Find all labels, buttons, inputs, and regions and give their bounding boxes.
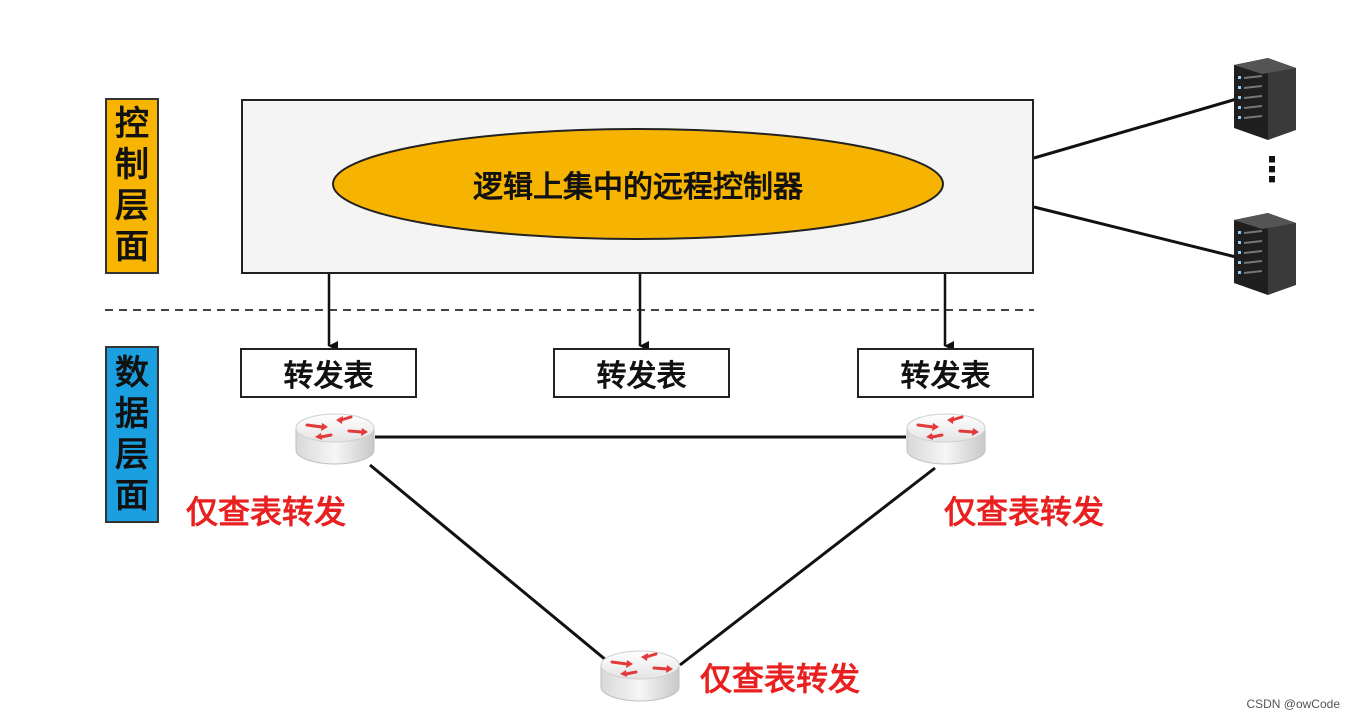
- server-icon-2: [1233, 212, 1297, 296]
- data-plane-label: 数 据 层 面: [105, 346, 159, 523]
- forwarding-table: 转发表: [857, 348, 1034, 398]
- watermark: CSDN @owCode: [1246, 697, 1340, 711]
- control-plane-char: 层: [115, 186, 149, 226]
- router-label: 仅查表转发: [700, 660, 861, 698]
- router-link-2-3: [679, 466, 936, 667]
- control-plane-char: 控: [115, 104, 149, 144]
- router-link-1-3: [369, 463, 613, 667]
- forwarding-table: 转发表: [553, 348, 730, 398]
- router-icon-3: [599, 649, 681, 703]
- server-ellipsis: ⋮: [1255, 150, 1289, 190]
- data-plane-char: 面: [115, 475, 149, 516]
- data-plane-char: 数: [115, 352, 149, 393]
- controller-title: 逻辑上集中的远程控制器: [473, 170, 803, 205]
- controller-to-server-link-1: [1033, 96, 1241, 160]
- control-plane-char: 面: [115, 227, 149, 267]
- control-plane-char: 制: [115, 145, 149, 185]
- router-icon-2: [905, 412, 987, 466]
- router-label: 仅查表转发: [944, 493, 1105, 531]
- server-icon-1: [1233, 57, 1297, 141]
- controller-to-server-link-2: [1033, 205, 1241, 260]
- data-plane-char: 层: [115, 434, 149, 475]
- forwarding-table: 转发表: [240, 348, 417, 398]
- control-plane-label: 控 制 层 面: [105, 98, 159, 274]
- data-plane-char: 据: [115, 393, 149, 434]
- router-icon-1: [294, 412, 376, 466]
- router-label: 仅查表转发: [186, 493, 347, 531]
